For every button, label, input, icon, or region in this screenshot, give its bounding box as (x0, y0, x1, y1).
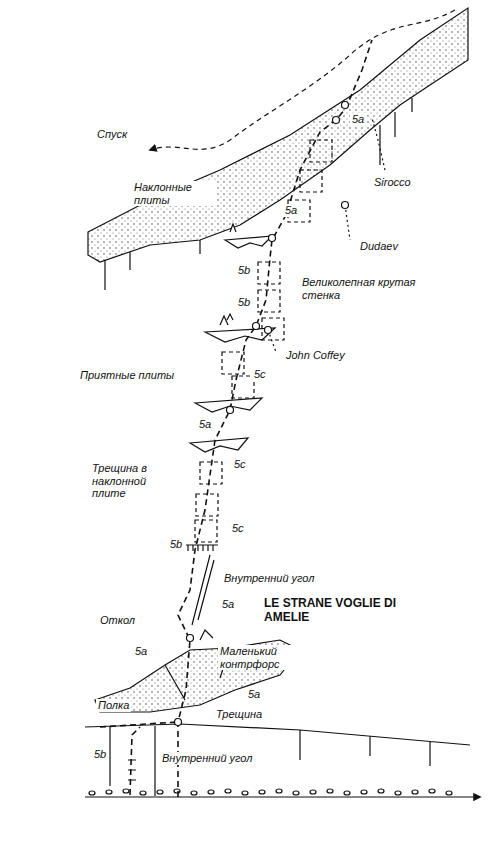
base-cliff (85, 724, 470, 796)
topo-label: 5c (232, 458, 248, 471)
topo-label: Внутренний угол (160, 752, 254, 765)
ground-stone (446, 791, 452, 795)
ground-stone (208, 790, 214, 794)
pitch-box (195, 520, 217, 542)
belay-station (187, 635, 194, 642)
topo-label: Маленький контрфорс (218, 645, 312, 670)
ground-stone (106, 790, 112, 794)
topo-label: Приятные плиты (78, 369, 176, 382)
belay-station (253, 323, 260, 330)
ground-stone (157, 790, 163, 794)
ground-stone (412, 790, 418, 794)
ground-stone (378, 789, 384, 793)
topo-label: 5a (350, 113, 366, 126)
ground-stone (310, 790, 316, 794)
ground-stone (259, 790, 265, 794)
topo-label: Трещина (214, 708, 264, 721)
ground-stone (89, 791, 95, 795)
route-title: LE STRANE VOGLIE DI AMELIE (262, 596, 416, 625)
pitch-box (262, 318, 284, 340)
ledge (225, 224, 272, 248)
pitch-box (258, 290, 280, 312)
belay-station (269, 235, 276, 242)
pitch-box (222, 352, 244, 374)
topo-label: Внутренний угол (222, 572, 316, 585)
ground-stone (174, 789, 180, 793)
topo-label: 5b (236, 264, 252, 277)
topo-label: Sirocco (372, 176, 413, 189)
corner-hatch (192, 555, 214, 625)
ground-stone (242, 791, 248, 795)
topo-label: 5a (133, 645, 149, 658)
ridge-drips (105, 98, 412, 290)
belay-station (265, 327, 272, 334)
topo-label: 5a (197, 418, 213, 431)
pitch-box (200, 462, 222, 484)
pitch-box (300, 170, 322, 192)
ladder (128, 760, 136, 780)
topo-label: 5a (283, 204, 299, 217)
topo-label: 5b (236, 296, 252, 309)
other-route (345, 205, 350, 240)
pitch-box (310, 140, 332, 162)
topo-label: 5b (168, 538, 184, 551)
topo-label: Наклонные плиты (132, 181, 216, 206)
topo-label: John Coffey (284, 349, 347, 362)
pitch-box (196, 494, 218, 516)
topo-label: 5c (252, 368, 268, 381)
pitch-box (258, 262, 280, 284)
ground-stone (276, 789, 282, 793)
ground-line (85, 796, 480, 797)
ground-stone (123, 789, 129, 793)
ground-stone (344, 791, 350, 795)
topo-label: 5a (220, 598, 236, 611)
descent-path (150, 10, 455, 150)
belay-station (342, 202, 349, 209)
summit-ridge (88, 8, 468, 262)
topo-label: Трещина в наклонной плите (90, 462, 176, 500)
topo-label: 5a (246, 688, 262, 701)
topo-label: Великолепная крутая стенка (300, 276, 439, 301)
topo-label: Dudaev (358, 240, 400, 253)
belay-station (175, 719, 182, 726)
ground-stone (191, 791, 197, 795)
ground-stone (395, 791, 401, 795)
belay-station (333, 117, 340, 124)
ledge (190, 438, 248, 452)
ledge-hatch (186, 545, 218, 551)
other-route (372, 118, 385, 170)
belay-station (227, 407, 234, 414)
ground-stone (327, 789, 333, 793)
topo-label: Полка (96, 699, 131, 712)
route-line (100, 40, 372, 797)
belay-station (342, 102, 349, 109)
ground-stone (140, 791, 146, 795)
ground-stone (293, 791, 299, 795)
topo-label: Откол (98, 614, 137, 627)
topo-label: Спуск (95, 128, 129, 141)
ground-stone (225, 789, 231, 793)
ground-stone (361, 790, 367, 794)
ground-stone (429, 789, 435, 793)
pitch-box (232, 376, 254, 398)
topo-label: 5c (230, 522, 246, 535)
topo-label: 5b (92, 748, 108, 761)
